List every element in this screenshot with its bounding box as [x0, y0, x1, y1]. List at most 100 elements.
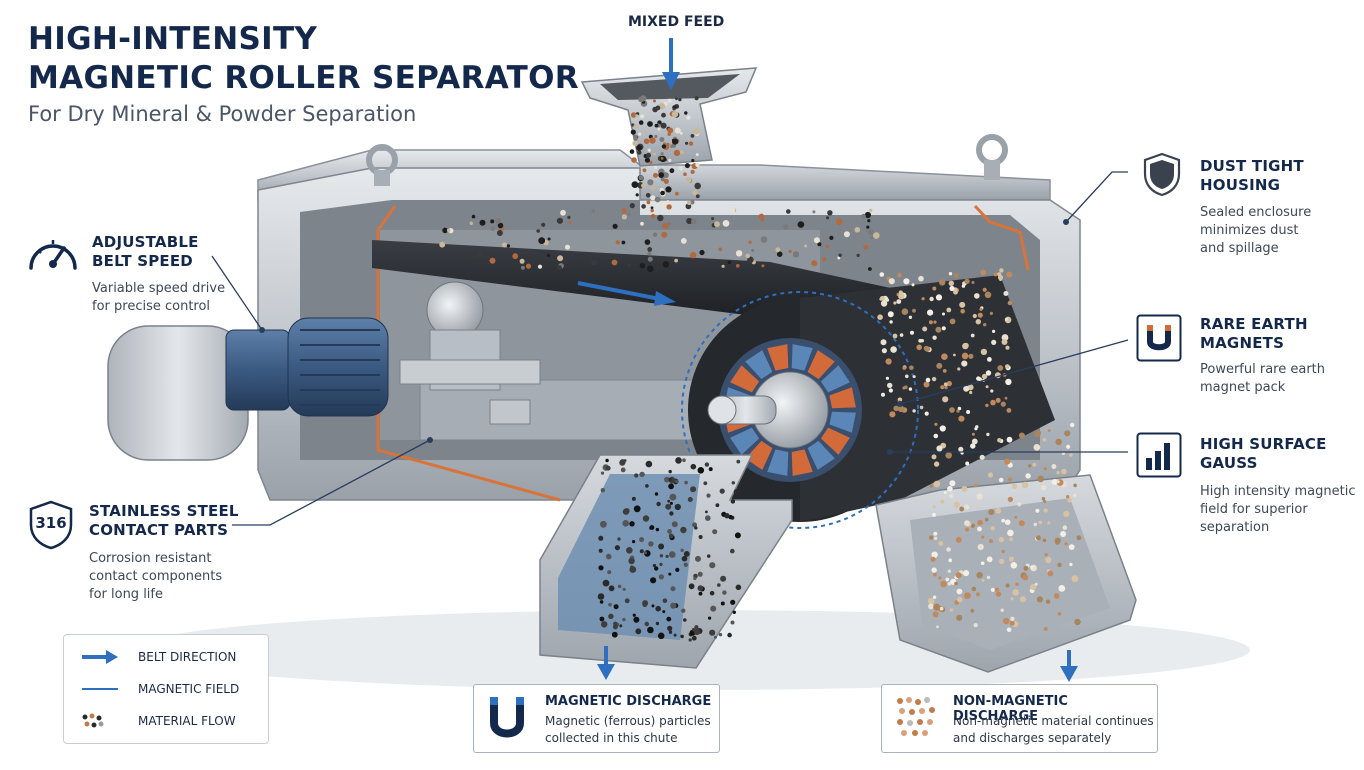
gauss-title-1: HIGH SURFACE: [1200, 435, 1327, 453]
particle: [671, 521, 678, 528]
stainless-title-1: STAINLESS STEEL: [89, 502, 239, 520]
particle: [1001, 339, 1008, 345]
magnet-icon: [1136, 314, 1182, 362]
particle: [735, 584, 742, 591]
particle: [680, 526, 687, 534]
magnetic-discharge-title: MAGNETIC DISCHARGE: [545, 694, 712, 709]
particle: [655, 621, 660, 626]
particle: [1063, 510, 1070, 517]
belt-speed-desc-2: for precise control: [92, 299, 211, 314]
particles-icon: [82, 713, 104, 728]
particle: [640, 221, 644, 226]
legend: BELT DIRECTION MAGNETIC FIELD MATERIAL F…: [63, 634, 269, 744]
particle: [650, 577, 657, 584]
particle: [940, 385, 945, 390]
particle: [972, 313, 977, 319]
particle: [933, 461, 940, 467]
particle: [985, 370, 992, 376]
particle: [605, 458, 609, 463]
magnetic-discharge-desc-1: Magnetic (ferrous) particles: [545, 714, 711, 728]
lifting-eye-right: [976, 134, 1008, 180]
particle: [547, 253, 551, 257]
particle: [1017, 502, 1022, 507]
particle: [909, 365, 914, 370]
particle: [612, 223, 618, 229]
particle: [521, 265, 525, 270]
particle: [640, 114, 645, 119]
particle: [1006, 408, 1012, 413]
particle: [825, 244, 830, 249]
particle: [880, 339, 887, 346]
particle: [812, 210, 816, 214]
particle: [896, 299, 902, 304]
particle: [985, 385, 989, 389]
particle: [675, 191, 679, 196]
particle: [939, 279, 946, 286]
gauss-desc-3: separation: [1200, 520, 1270, 535]
particle: [998, 558, 1005, 565]
particle: [692, 522, 698, 528]
particle: [995, 507, 1002, 514]
particle: [645, 193, 651, 198]
particle: [908, 387, 913, 391]
particle: [666, 616, 672, 622]
particle: [722, 220, 730, 227]
particle: [939, 606, 944, 611]
particle: [679, 150, 684, 155]
particle: [660, 201, 667, 208]
particle: [941, 326, 946, 331]
particle: [662, 598, 668, 603]
particle: [775, 247, 781, 253]
particle: [1071, 575, 1079, 583]
particle: [644, 551, 647, 555]
particle: [600, 520, 607, 528]
particle: [933, 536, 938, 540]
particle: [683, 618, 687, 622]
particle: [654, 123, 659, 128]
particle: [736, 264, 740, 268]
particle: [715, 503, 720, 508]
particle: [1005, 378, 1012, 386]
motor-fins: [300, 329, 380, 406]
particle: [960, 309, 965, 314]
particle: [977, 312, 983, 318]
particle: [1051, 464, 1057, 469]
particle: [674, 503, 681, 511]
particle: [949, 608, 954, 612]
particle: [686, 217, 693, 225]
particle: [979, 454, 985, 460]
particle: [1056, 471, 1060, 475]
particle: [1028, 464, 1032, 468]
particle: [932, 335, 937, 340]
particle: [720, 575, 727, 582]
particle: [910, 330, 914, 335]
particle: [912, 409, 916, 413]
particle: [654, 134, 658, 139]
particle: [730, 207, 736, 213]
magnet-segment: [730, 427, 760, 455]
bar-chart-icon: [1136, 432, 1182, 478]
particle: [863, 244, 869, 250]
particle: [936, 445, 943, 452]
particle: [869, 208, 873, 212]
particle: [662, 172, 669, 179]
magnet-segment: [791, 449, 813, 476]
particle: [933, 603, 940, 611]
particle: [714, 221, 720, 228]
particle: [477, 251, 483, 258]
particle: [683, 551, 690, 557]
particle: [970, 523, 976, 528]
particle: [942, 396, 949, 403]
particle: [1018, 432, 1025, 439]
particle: [631, 496, 636, 501]
particle: [783, 224, 789, 230]
particle: [981, 535, 985, 539]
leader-dot-dust: [1063, 219, 1069, 225]
particle: [519, 258, 525, 264]
particle: [898, 293, 905, 300]
particle: [1007, 300, 1012, 306]
magnet-segment: [820, 427, 850, 455]
material-particles: [439, 95, 1082, 642]
particle: [933, 433, 939, 439]
particle: [631, 157, 637, 163]
